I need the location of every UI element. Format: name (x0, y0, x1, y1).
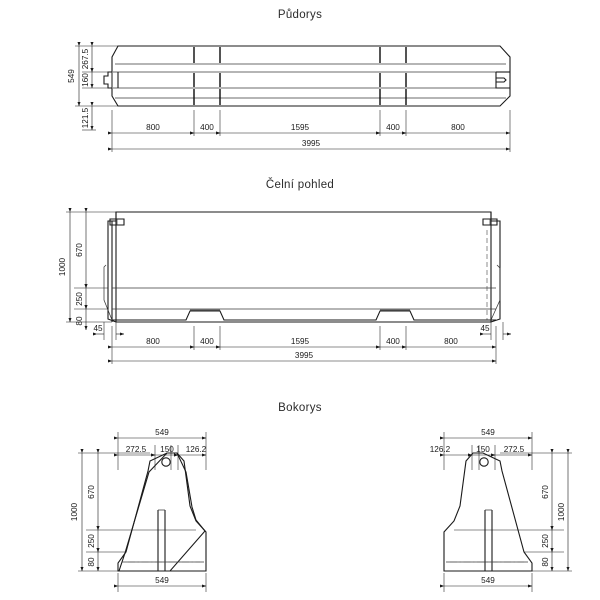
front-chain-dimensions: 800 400 1595 400 800 3995 (108, 326, 497, 364)
plan-vertical-dimensions: 549 267.5 160 121.5 (67, 42, 118, 131)
dim-front-1000: 1000 (58, 257, 67, 276)
dim-plan-chain-800-right: 800 (451, 123, 465, 132)
dim-front-chain-800-left: 800 (146, 337, 160, 346)
dim-front-45-right: 45 (480, 324, 490, 333)
dim-front-chain-400-left: 400 (200, 337, 214, 346)
side-view-title: Bokorys (278, 402, 322, 414)
dim-side-left-150: 150 (160, 445, 174, 454)
dim-side-left-250: 250 (87, 534, 96, 548)
dim-plan-549: 549 (67, 69, 76, 83)
dim-plan-chain-400-right: 400 (386, 123, 400, 132)
dim-plan-chain-800-left: 800 (146, 123, 160, 132)
dim-plan-chain-400-left: 400 (200, 123, 214, 132)
dim-front-chain-1595: 1595 (291, 337, 310, 346)
dim-plan-chain-1595: 1595 (291, 123, 310, 132)
dim-plan-267-5: 267.5 (81, 48, 90, 69)
dim-side-right-80: 80 (541, 557, 550, 567)
plan-chain-dimensions: 800 400 1595 400 800 3995 (108, 110, 511, 152)
dim-side-left-80: 80 (87, 557, 96, 567)
dim-side-right-250: 250 (541, 534, 550, 548)
dim-plan-overall-3995: 3995 (302, 139, 321, 148)
dim-front-250: 250 (75, 292, 84, 306)
dim-front-80: 80 (75, 316, 84, 326)
front-vertical-dimensions: 1000 670 250 80 (58, 208, 116, 331)
dim-side-right-bottom-549: 549 (481, 576, 495, 585)
side-right-dimensions: 549 126.2 150 272.5 549 1000 670 250 80 (430, 428, 572, 592)
front-view-geometry (103, 211, 501, 323)
plan-view-geometry (103, 45, 511, 107)
dim-front-chain-800-right: 800 (444, 337, 458, 346)
dim-side-left-top-549: 549 (155, 428, 169, 437)
dim-front-670: 670 (75, 243, 84, 257)
dim-side-left-1000: 1000 (70, 502, 79, 521)
dim-plan-160: 160 (81, 73, 90, 87)
side-left-dimensions: 549 272.5 150 126.2 549 1000 670 250 (70, 428, 207, 592)
dim-side-left-bottom-549: 549 (155, 576, 169, 585)
dim-side-right-150: 150 (476, 445, 490, 454)
dim-side-right-272-5: 272.5 (504, 445, 525, 454)
dim-side-left-126-2: 126.2 (186, 445, 207, 454)
dim-side-left-272-5: 272.5 (126, 445, 147, 454)
dim-side-right-1000: 1000 (557, 502, 566, 521)
dim-side-right-670: 670 (541, 485, 550, 499)
side-view-left-geometry (117, 452, 207, 572)
dim-side-right-top-549: 549 (481, 428, 495, 437)
side-view-right-geometry (443, 452, 533, 572)
dim-side-right-126-2: 126.2 (430, 445, 451, 454)
plan-view-title: Půdorys (277, 9, 323, 21)
front-view-title: Čelní pohled (265, 179, 335, 191)
dim-side-left-670: 670 (87, 485, 96, 499)
dim-front-chain-400-right: 400 (386, 337, 400, 346)
front-edge-dimensions: 45 45 (93, 322, 512, 340)
dim-front-45-left: 45 (93, 324, 103, 333)
dim-plan-121-5: 121.5 (81, 107, 90, 128)
dim-front-overall-3995: 3995 (295, 351, 314, 360)
